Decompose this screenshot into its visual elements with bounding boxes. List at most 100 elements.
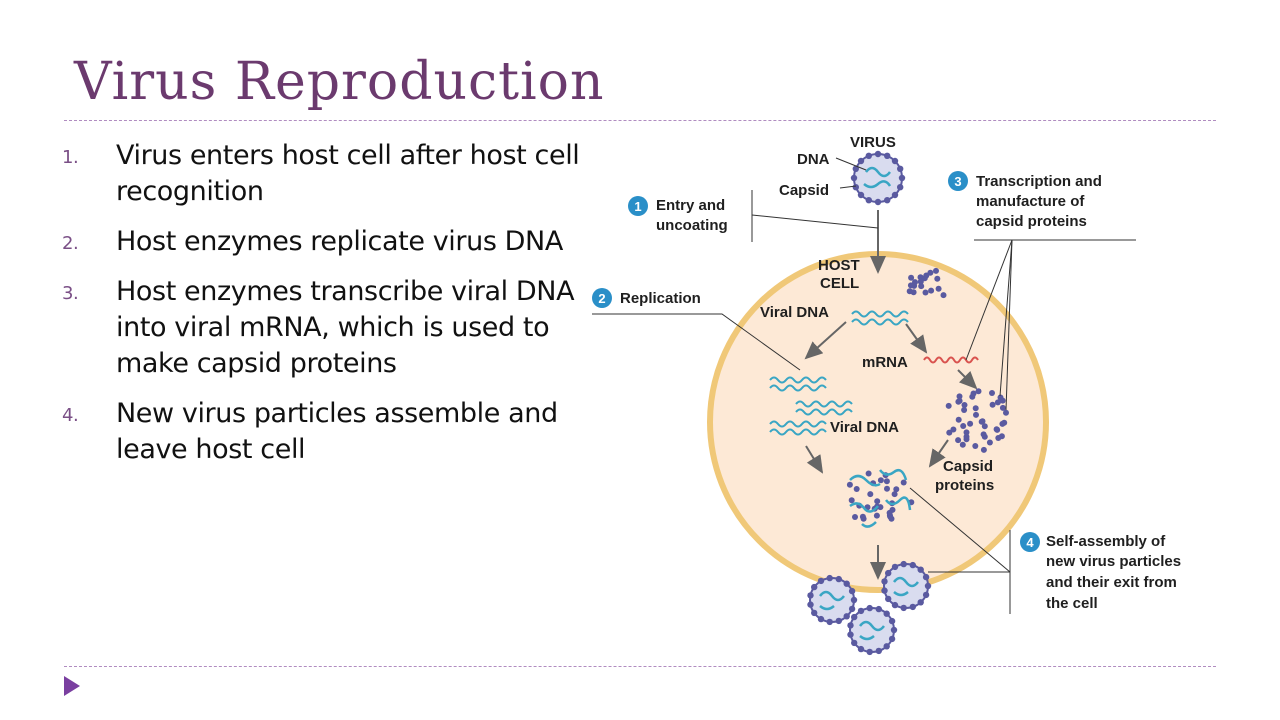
step-number: 2. (62, 233, 79, 254)
step-item: 1. Virus enters host cell after host cel… (62, 138, 582, 210)
callout-text: Entry and (656, 197, 725, 214)
label-host-cell: HOST (818, 257, 860, 274)
capsid-subunit (846, 481, 853, 488)
capsid-subunit (826, 618, 833, 626)
capsid-subunit (981, 423, 988, 430)
capsid-subunit (1003, 409, 1009, 416)
callout-number: 2 (598, 291, 605, 306)
step-item: 3. Host enzymes transcribe viral DNA int… (62, 274, 582, 382)
capsid-subunit (960, 423, 967, 429)
capsid-subunit (897, 165, 904, 172)
capsid-subunit (867, 491, 874, 498)
capsid-subunit (857, 191, 865, 199)
capsid-subunit (890, 626, 898, 634)
capsid-subunit (922, 591, 930, 599)
capsid-subunit (891, 601, 899, 609)
capsid-subunit (918, 283, 925, 290)
capsid-subunit (807, 601, 814, 608)
capsid-protein-cluster (945, 388, 1009, 453)
capsid-subunit (859, 513, 866, 520)
virus-reproduction-diagram: VIRUS DNA Capsid HOST CELL Viral DNA mRN… (592, 134, 1181, 656)
capsid-subunit (885, 569, 892, 577)
capsid-subunit (897, 184, 904, 191)
callout-entry-uncoating: 1 Entry and uncoating (628, 190, 879, 242)
slide-title: Virus Reproduction (74, 52, 605, 112)
callout-text: capsid proteins (976, 213, 1087, 230)
capsid-subunit (835, 575, 842, 583)
capsid-subunit (922, 573, 930, 581)
capsid-subunit (852, 514, 858, 520)
capsid-subunit (848, 587, 856, 595)
capsid-subunit (970, 390, 977, 397)
capsid-subunit (885, 595, 892, 603)
capsid-subunit (912, 279, 918, 286)
viral-dna-strand (769, 428, 827, 436)
step-item: 4. New virus particles assemble and leav… (62, 396, 582, 468)
capsid-subunit (910, 289, 917, 296)
capsid-subunit (999, 420, 1006, 427)
label-capsid: Capsid (779, 182, 829, 199)
capsid-beads (850, 150, 906, 206)
callout-self-assembly: 4 Self-assembly of new virus particles a… (909, 487, 1181, 614)
callout-text: Transcription and (976, 173, 1102, 190)
callout-number: 4 (1026, 535, 1034, 550)
capsid-subunit (917, 566, 924, 573)
callout-text: the cell (1046, 595, 1098, 612)
capsid-subunit (811, 583, 818, 591)
viral-dna-strand (795, 408, 853, 416)
viral-dna-strand (769, 376, 827, 384)
capsid-subunit (989, 401, 996, 408)
title-divider (64, 120, 1216, 121)
virus-particle (847, 604, 898, 656)
callout-text: Self-assembly of (1046, 533, 1166, 550)
capsid-subunit (956, 393, 963, 400)
capsid-subunit (900, 479, 907, 486)
capsid-subunit (940, 292, 947, 299)
capsid-subunit (873, 512, 880, 519)
capsid-subunit (891, 491, 898, 498)
mrna-strand (923, 356, 979, 364)
capsid-subunit (907, 282, 914, 289)
label-host-cell: CELL (820, 275, 859, 292)
capsid-subunit (908, 274, 915, 281)
step-item: 2. Host enzymes replicate virus DNA (62, 224, 582, 260)
label-capsid-proteins: Capsid (943, 458, 993, 475)
viral-dna-strand (769, 384, 827, 392)
capsid-subunit (853, 486, 860, 492)
callout-text: manufacture of (976, 193, 1085, 210)
capsid-subunit (847, 622, 854, 629)
capsid-subunit (852, 184, 859, 191)
capsid-subunit (865, 470, 872, 477)
capsid-subunit (999, 397, 1006, 404)
capsid-subunit (891, 191, 899, 199)
step-number: 1. (62, 147, 79, 168)
callout-transcription: 3 Transcription and manufacture of capsi… (948, 171, 1136, 411)
capsid-subunit (999, 404, 1006, 411)
callout-number: 3 (954, 174, 961, 189)
capsid-subunit (993, 426, 1000, 433)
capsid-subunit (961, 402, 968, 408)
virus-particle (850, 150, 906, 206)
capsid-subunit (888, 515, 895, 522)
capsid-subunit (888, 617, 896, 625)
callout-replication: 2 Replication (592, 288, 801, 371)
label-capsid-proteins: proteins (935, 477, 994, 494)
capsid-subunit (900, 604, 907, 612)
capsid-subunit (980, 446, 987, 453)
label-viral-dna: Viral DNA (830, 419, 899, 436)
capsid-subunit (955, 398, 962, 405)
capsid-subunit (981, 433, 988, 440)
capsid-subunit (848, 605, 856, 613)
capsid-subunit (994, 399, 1001, 406)
capsid-subunit (866, 604, 873, 612)
capsid-subunit (909, 561, 916, 569)
capsid-subunit (877, 477, 884, 484)
capsid-subunit (857, 607, 865, 615)
capsid-subunit (817, 577, 825, 585)
callout-text: and their exit from (1046, 574, 1177, 591)
capsid-subunit (886, 509, 893, 516)
capsid-subunit (922, 289, 929, 296)
capsid-subunit (909, 603, 916, 611)
capsid-subunit (881, 578, 888, 585)
capsid-subunit (950, 426, 957, 433)
